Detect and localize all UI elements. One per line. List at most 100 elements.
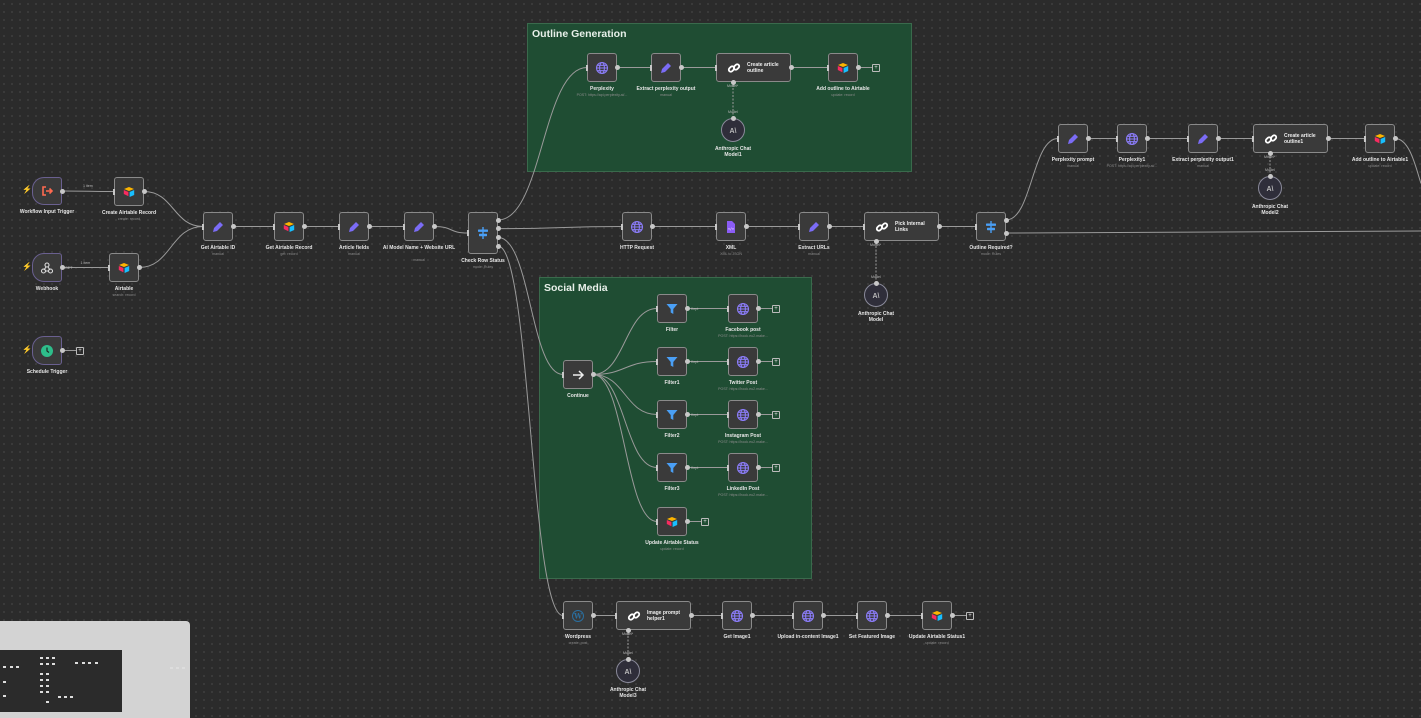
connection[interactable] (61, 190, 115, 192)
add-node-button[interactable]: + (772, 304, 780, 313)
input-port[interactable] (108, 264, 110, 271)
output-port[interactable] (826, 224, 832, 229)
output-port[interactable] (688, 613, 694, 618)
node-outline-required[interactable] (976, 212, 1006, 241)
model-input-port[interactable] (625, 627, 631, 633)
output-port[interactable] (230, 224, 236, 229)
node-airtable[interactable] (109, 253, 139, 282)
input-port[interactable] (615, 612, 617, 619)
input-port[interactable] (1116, 135, 1118, 142)
node-continue[interactable] (563, 360, 593, 389)
input-port[interactable] (586, 64, 588, 71)
input-port[interactable] (650, 64, 652, 71)
output-port[interactable] (749, 613, 755, 618)
output-port[interactable] (59, 348, 65, 353)
input-port[interactable] (656, 464, 658, 471)
model-port[interactable] (730, 115, 736, 121)
input-port[interactable] (798, 223, 800, 230)
node-wordpress[interactable]: W (563, 601, 593, 630)
output-port[interactable] (1392, 136, 1398, 141)
model-input-port[interactable] (1267, 150, 1273, 156)
model-port[interactable] (1267, 173, 1273, 179)
input-port[interactable] (863, 223, 865, 230)
input-port[interactable] (403, 223, 405, 230)
node-upload-in-content-image1[interactable] (793, 601, 823, 630)
input-port[interactable] (721, 612, 723, 619)
node-extract-urls[interactable] (799, 212, 829, 241)
output-port[interactable] (614, 65, 620, 70)
output-port[interactable] (301, 224, 307, 229)
output-port[interactable] (59, 265, 65, 270)
output-port[interactable] (590, 613, 596, 618)
output-port[interactable] (855, 65, 861, 70)
node-twitter-post[interactable] (728, 347, 758, 376)
node-get-airtable-id[interactable] (203, 212, 233, 241)
input-port[interactable] (656, 411, 658, 418)
input-port[interactable] (467, 230, 469, 236)
node-schedule-trigger[interactable] (32, 336, 62, 365)
add-node-button[interactable]: + (76, 346, 84, 355)
input-port[interactable] (856, 612, 858, 619)
output-port[interactable] (649, 224, 655, 229)
output-port[interactable] (136, 265, 142, 270)
node-instagram-post[interactable] (728, 400, 758, 429)
node-ai-model-name-website-url[interactable] (404, 212, 434, 241)
input-port[interactable] (727, 464, 729, 471)
node-extract-perplexity-output[interactable] (651, 53, 681, 82)
output-port[interactable] (949, 613, 955, 618)
connection[interactable] (1005, 230, 1421, 234)
node-add-outline-to-airtable1[interactable] (1365, 124, 1395, 153)
node-xml[interactable]: </> (716, 212, 746, 241)
output-port[interactable] (495, 226, 501, 232)
input-port[interactable] (715, 223, 717, 230)
node-perplexity1[interactable] (1117, 124, 1147, 153)
output-port[interactable] (1003, 217, 1009, 223)
input-port[interactable] (921, 612, 923, 619)
input-port[interactable] (715, 64, 717, 71)
output-port[interactable] (495, 243, 501, 249)
output-port[interactable] (1085, 136, 1091, 141)
model-port[interactable] (625, 656, 631, 662)
input-port[interactable] (1252, 135, 1254, 142)
output-port[interactable] (678, 65, 684, 70)
node-perplexity-prompt[interactable] (1058, 124, 1088, 153)
node-perplexity[interactable] (587, 53, 617, 82)
minimap-viewport[interactable] (0, 650, 122, 712)
node-update-airtable-status1[interactable] (922, 601, 952, 630)
output-port[interactable] (684, 412, 690, 417)
node-get-image1[interactable] (722, 601, 752, 630)
node-create-article-outline[interactable]: Create article outline (716, 53, 791, 82)
connection[interactable] (497, 226, 623, 230)
node-workflow-input-trigger[interactable] (32, 177, 62, 205)
input-port[interactable] (656, 305, 658, 312)
output-port[interactable] (755, 465, 761, 470)
node-anthropic-chat-model1[interactable]: A\ (721, 118, 745, 142)
output-port[interactable] (820, 613, 826, 618)
output-port[interactable] (366, 224, 372, 229)
output-port[interactable] (495, 234, 501, 240)
input-port[interactable] (975, 223, 977, 230)
input-port[interactable] (792, 612, 794, 619)
connection[interactable] (433, 226, 469, 234)
node-filter2[interactable] (657, 400, 687, 429)
output-port[interactable] (141, 189, 147, 194)
output-port[interactable] (1003, 230, 1009, 236)
node-filter1[interactable] (657, 347, 687, 376)
connection[interactable] (143, 191, 204, 227)
output-port[interactable] (788, 65, 794, 70)
input-port[interactable] (827, 64, 829, 71)
node-check-row-status[interactable] (468, 212, 498, 254)
output-port[interactable] (59, 188, 65, 194)
node-get-airtable-record[interactable] (274, 212, 304, 241)
output-port[interactable] (755, 306, 761, 311)
output-port[interactable] (684, 519, 690, 524)
output-port[interactable] (590, 372, 596, 377)
input-port[interactable] (656, 518, 658, 525)
output-port[interactable] (684, 306, 690, 311)
add-node-button[interactable]: + (966, 611, 974, 620)
add-node-button[interactable]: + (872, 63, 880, 72)
output-port[interactable] (755, 412, 761, 417)
node-linkedin-post[interactable] (728, 453, 758, 482)
node-add-outline-to-airtable[interactable] (828, 53, 858, 82)
output-port[interactable] (936, 224, 942, 229)
